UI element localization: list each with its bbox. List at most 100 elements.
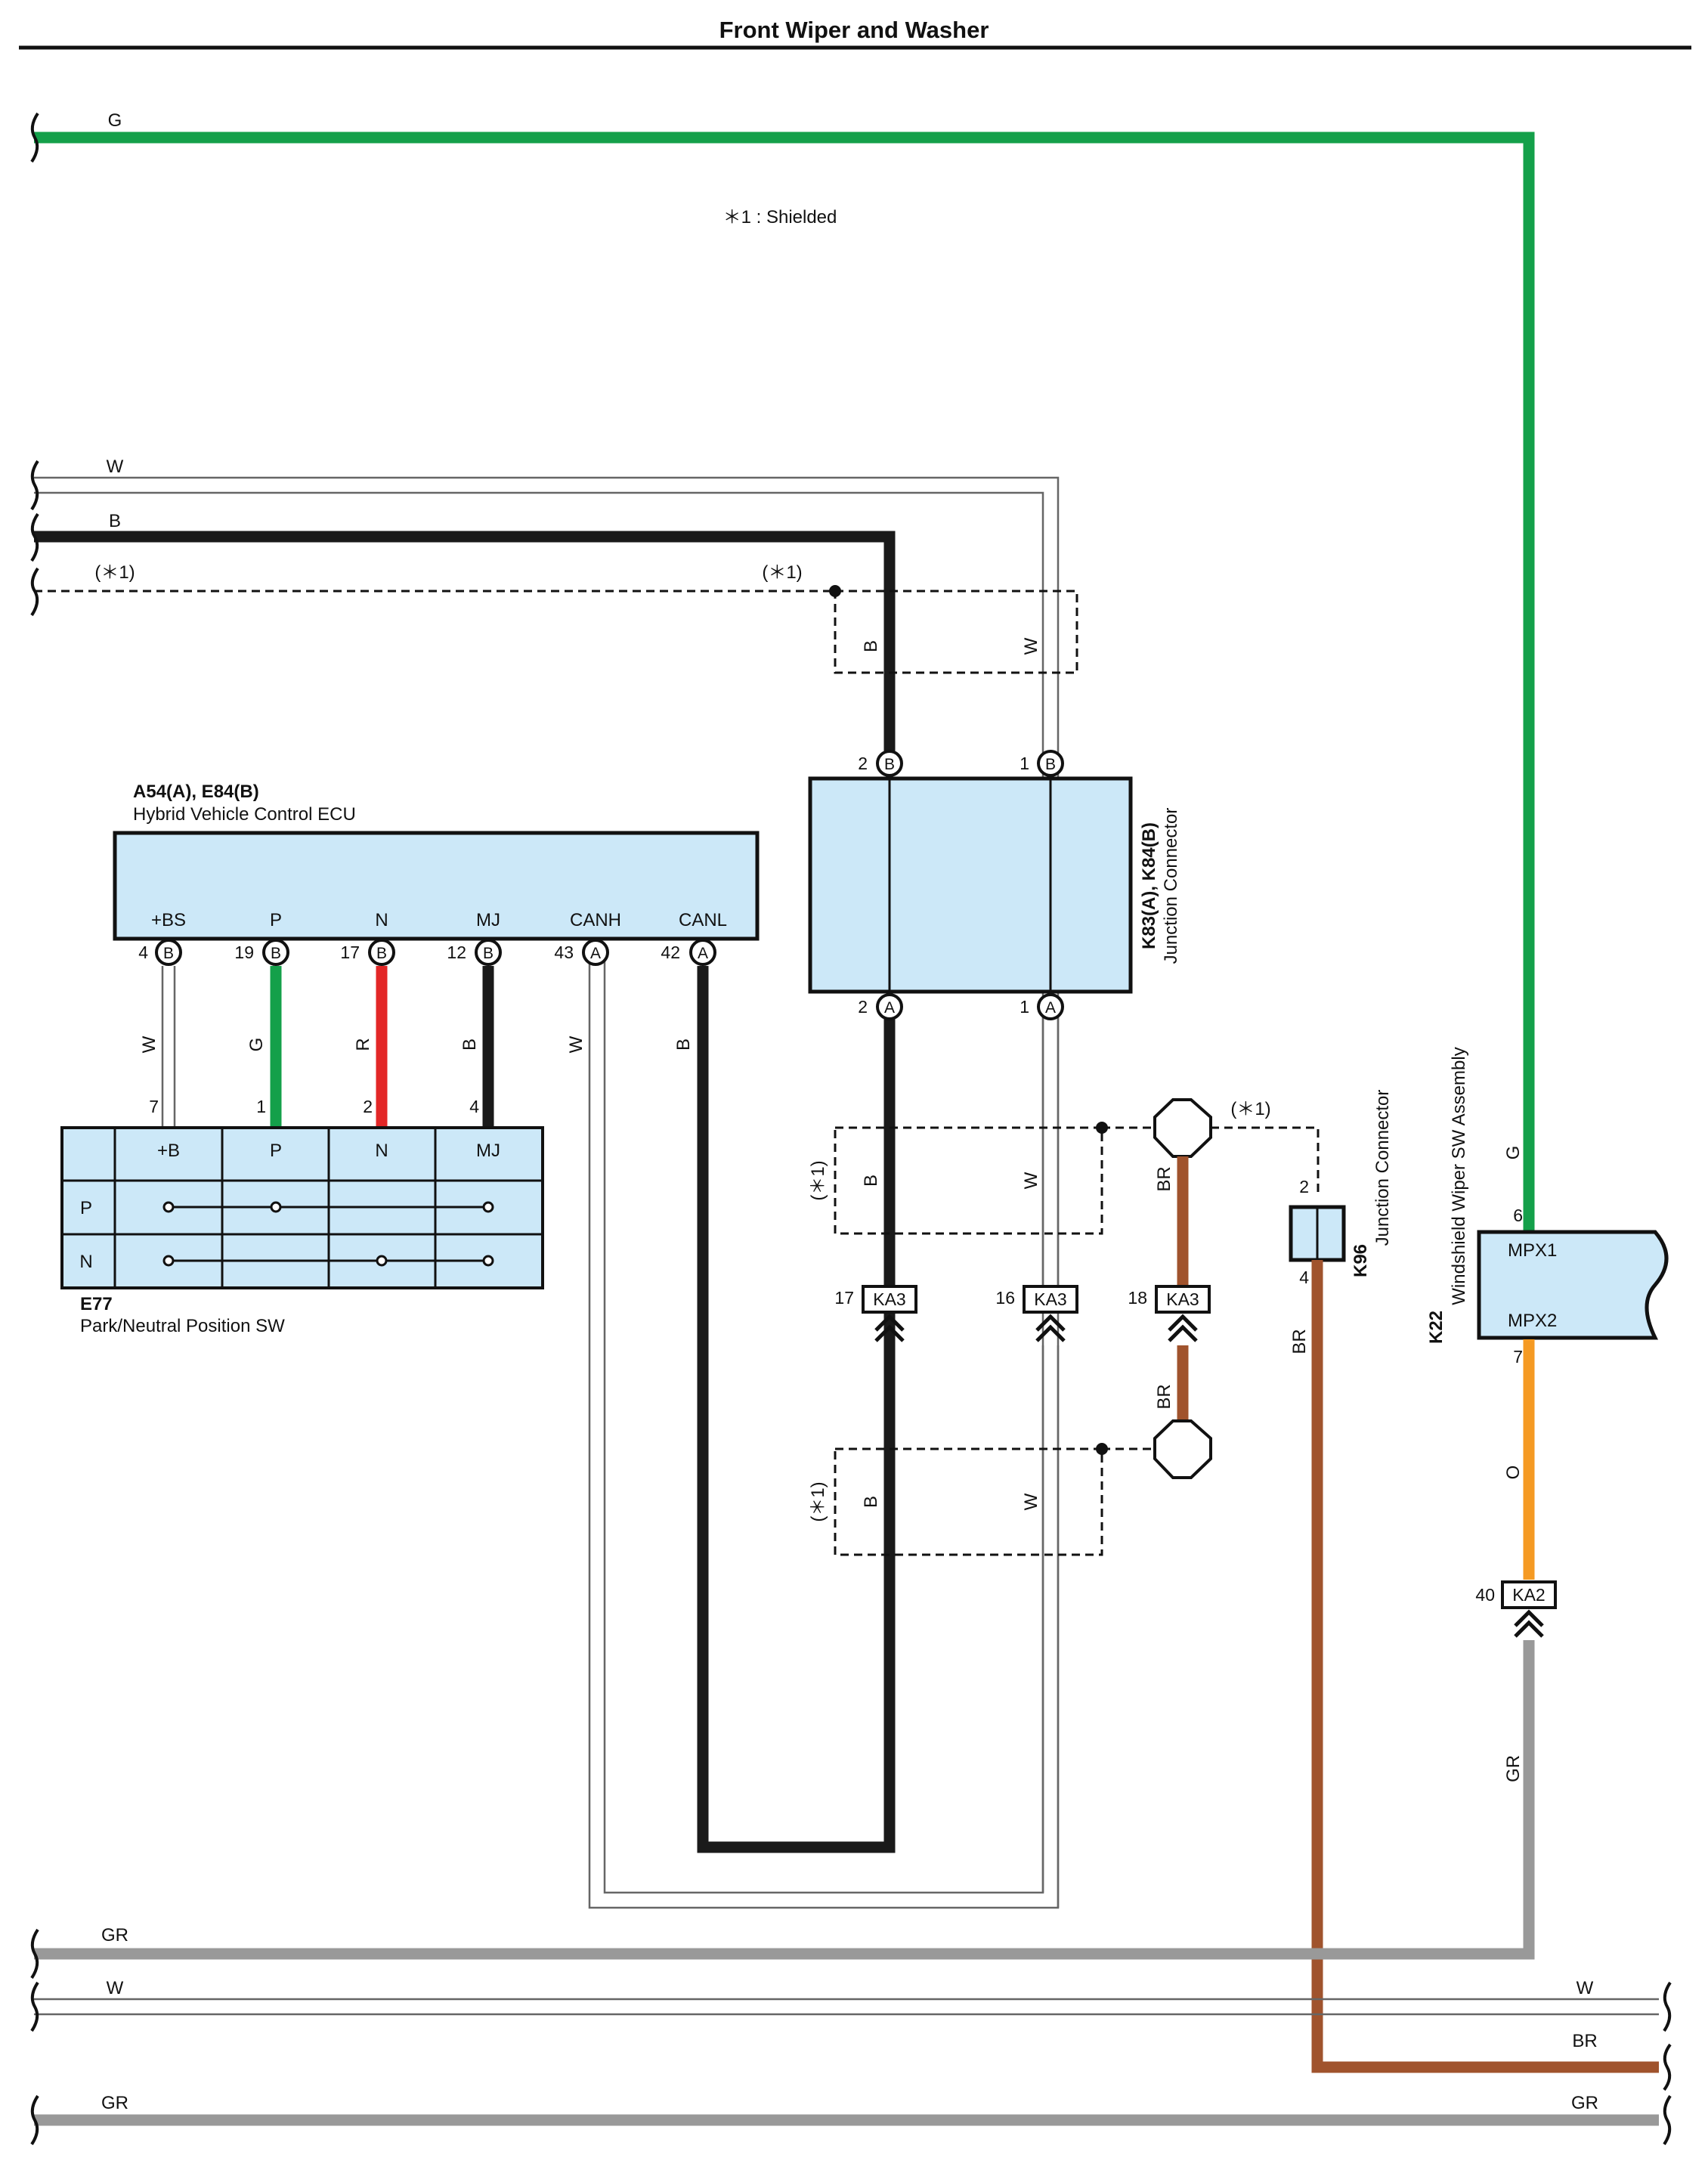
e77-row-p: P	[80, 1198, 92, 1218]
e77-header-p: P	[270, 1141, 282, 1161]
k83-bottom-pin-2-num: 2	[858, 997, 868, 1017]
ecu-pin-conn: A	[590, 945, 601, 962]
ecu-pin-num: 42	[661, 943, 680, 962]
k83-bottom-pin-2-circle	[876, 993, 903, 1020]
wire-break-gr-bot2-left	[30, 2094, 39, 2146]
ecu-pin-circle	[475, 939, 502, 966]
ka3-chevron	[874, 1314, 905, 1332]
ka3-pin-num: 16	[995, 1288, 1015, 1308]
k22-pin-7: 7	[1513, 1347, 1523, 1367]
ka2-wire-label-gr: GR	[1503, 1755, 1524, 1782]
wire-label-b-left: B	[109, 511, 121, 531]
ka3-box	[1155, 1285, 1211, 1314]
k22-code: K22	[1426, 1311, 1447, 1344]
wire-g-mpx1	[34, 132, 1535, 1238]
shield-box-low-w-label: W	[1021, 1493, 1041, 1510]
shield-box-top	[834, 590, 1078, 674]
ka2-connector-40: 40 KA2	[1475, 1580, 1557, 1638]
ka3-chevron	[1035, 1314, 1066, 1332]
wire-break-b-left	[30, 512, 39, 562]
wire-label-w-left: W	[107, 457, 124, 477]
shield-junction-dot-mid	[1096, 1122, 1108, 1134]
e77-header-n: N	[375, 1141, 388, 1161]
wire-break-gr-bot2-right	[1663, 2094, 1672, 2146]
shielded-note: ＊1 : Shielded	[723, 207, 837, 228]
k83-top-pin-2-circle	[876, 750, 903, 777]
wire-label-w-bot: W	[107, 1978, 124, 1998]
wire-label-mj: B	[459, 1039, 480, 1051]
wire-label-g-top: G	[108, 110, 122, 131]
ecu-terminal-label: P	[270, 910, 282, 930]
k22-pin-6: 6	[1513, 1206, 1523, 1225]
k83-name: Junction Connector	[1161, 808, 1181, 964]
ka3-name: KA3	[1166, 1289, 1199, 1309]
wire-break-shield-left	[30, 567, 39, 617]
e77-node	[482, 1255, 494, 1267]
ecu-pin-num: 19	[234, 943, 254, 962]
e77-header-bs: +B	[157, 1141, 180, 1161]
k96-pin-bottom: 4	[1299, 1268, 1309, 1287]
ka3-chevron	[1168, 1314, 1198, 1332]
ecu-terminal-label: MJ	[476, 910, 500, 930]
wire-label-n: R	[353, 1038, 373, 1051]
ecu-pin-circle	[155, 939, 182, 966]
k22-body	[1477, 1230, 1669, 1340]
wire-break-w-bot-right	[1663, 1981, 1672, 2032]
shield-box-mid-w-label: W	[1021, 1172, 1041, 1189]
e77-pin-bs: 7	[149, 1097, 159, 1116]
wire-break-w-bot-left	[30, 1981, 39, 2032]
page-title: Front Wiper and Washer	[719, 17, 989, 43]
k83-top-pin-1-circle	[1037, 750, 1064, 777]
k83-top-pin-1-num: 1	[1020, 754, 1029, 773]
k96-pin-top: 2	[1299, 1177, 1309, 1196]
ecu-pin-conn: B	[163, 945, 174, 962]
e77-code: E77	[80, 1294, 113, 1314]
shield-k96-link	[1211, 1126, 1320, 1196]
e77-row-n: N	[79, 1252, 92, 1272]
ecu-terminal-bs: +BS B 4	[138, 910, 186, 966]
ecu-pin-conn: B	[271, 945, 281, 962]
k96-name: Junction Connector	[1372, 1090, 1393, 1246]
k22-terminal-mpx2: MPX2	[1508, 1311, 1557, 1331]
k83-top-pin-2-num: 2	[858, 754, 868, 773]
ecu-pin-conn: B	[376, 945, 387, 962]
e77-pin-p: 1	[256, 1097, 266, 1116]
k83-bottom-pin-1-circle	[1037, 993, 1064, 1020]
shield-box-mid	[834, 1126, 1103, 1235]
shield-label-left: (＊1)	[94, 562, 135, 583]
wire-label-gr-bot2: GR	[101, 2093, 128, 2113]
shield-box-low-label: (＊1)	[808, 1481, 828, 1521]
ecu-terminal-canh: CANH A 43	[554, 910, 621, 966]
wire-break-gr-bot1	[30, 1928, 39, 1980]
wire-gr-ka2	[34, 1640, 1535, 1960]
ecu-pin-num: 4	[138, 943, 148, 962]
ka3-connector-18: 18 KA3	[1128, 1285, 1211, 1342]
wire-label-br-upper: BR	[1154, 1166, 1174, 1191]
wire-label-canh: W	[566, 1035, 586, 1053]
e77-pin-mj: 4	[469, 1097, 479, 1116]
ecu-pin-num: 17	[340, 943, 360, 962]
ka3-connector-16: 16 KA3	[995, 1285, 1078, 1342]
ecu-terminal-label: +BS	[151, 910, 186, 930]
wire-break-w-left	[30, 460, 39, 511]
e77-pin-n: 2	[363, 1097, 373, 1116]
k22-name: Windshield Wiper SW Assembly	[1449, 1047, 1469, 1305]
shield-box-mid-label: (＊1)	[808, 1160, 828, 1200]
ka3-chevron	[874, 1324, 905, 1342]
k83-top-pin-1-conn: B	[1045, 756, 1056, 773]
e77-header-mj: MJ	[476, 1141, 500, 1161]
ka2-chevron	[1514, 1609, 1544, 1627]
ecu-terminal-label: CANH	[570, 910, 621, 930]
e77-node	[376, 1255, 388, 1267]
k83-bottom-pin-1-num: 1	[1020, 997, 1029, 1017]
ecu-terminal-n: N B 17	[340, 910, 395, 966]
wire-label-bs: W	[139, 1035, 159, 1053]
wire-label-br-right: BR	[1572, 2031, 1597, 2051]
wire-b-canl-loop	[697, 966, 896, 1853]
ka3-box	[862, 1285, 917, 1314]
hv-control-ecu-body	[113, 831, 760, 941]
e77-node	[162, 1201, 175, 1213]
shield-box-top-b-label: B	[861, 640, 881, 652]
k96-wire-label: BR	[1289, 1329, 1310, 1354]
